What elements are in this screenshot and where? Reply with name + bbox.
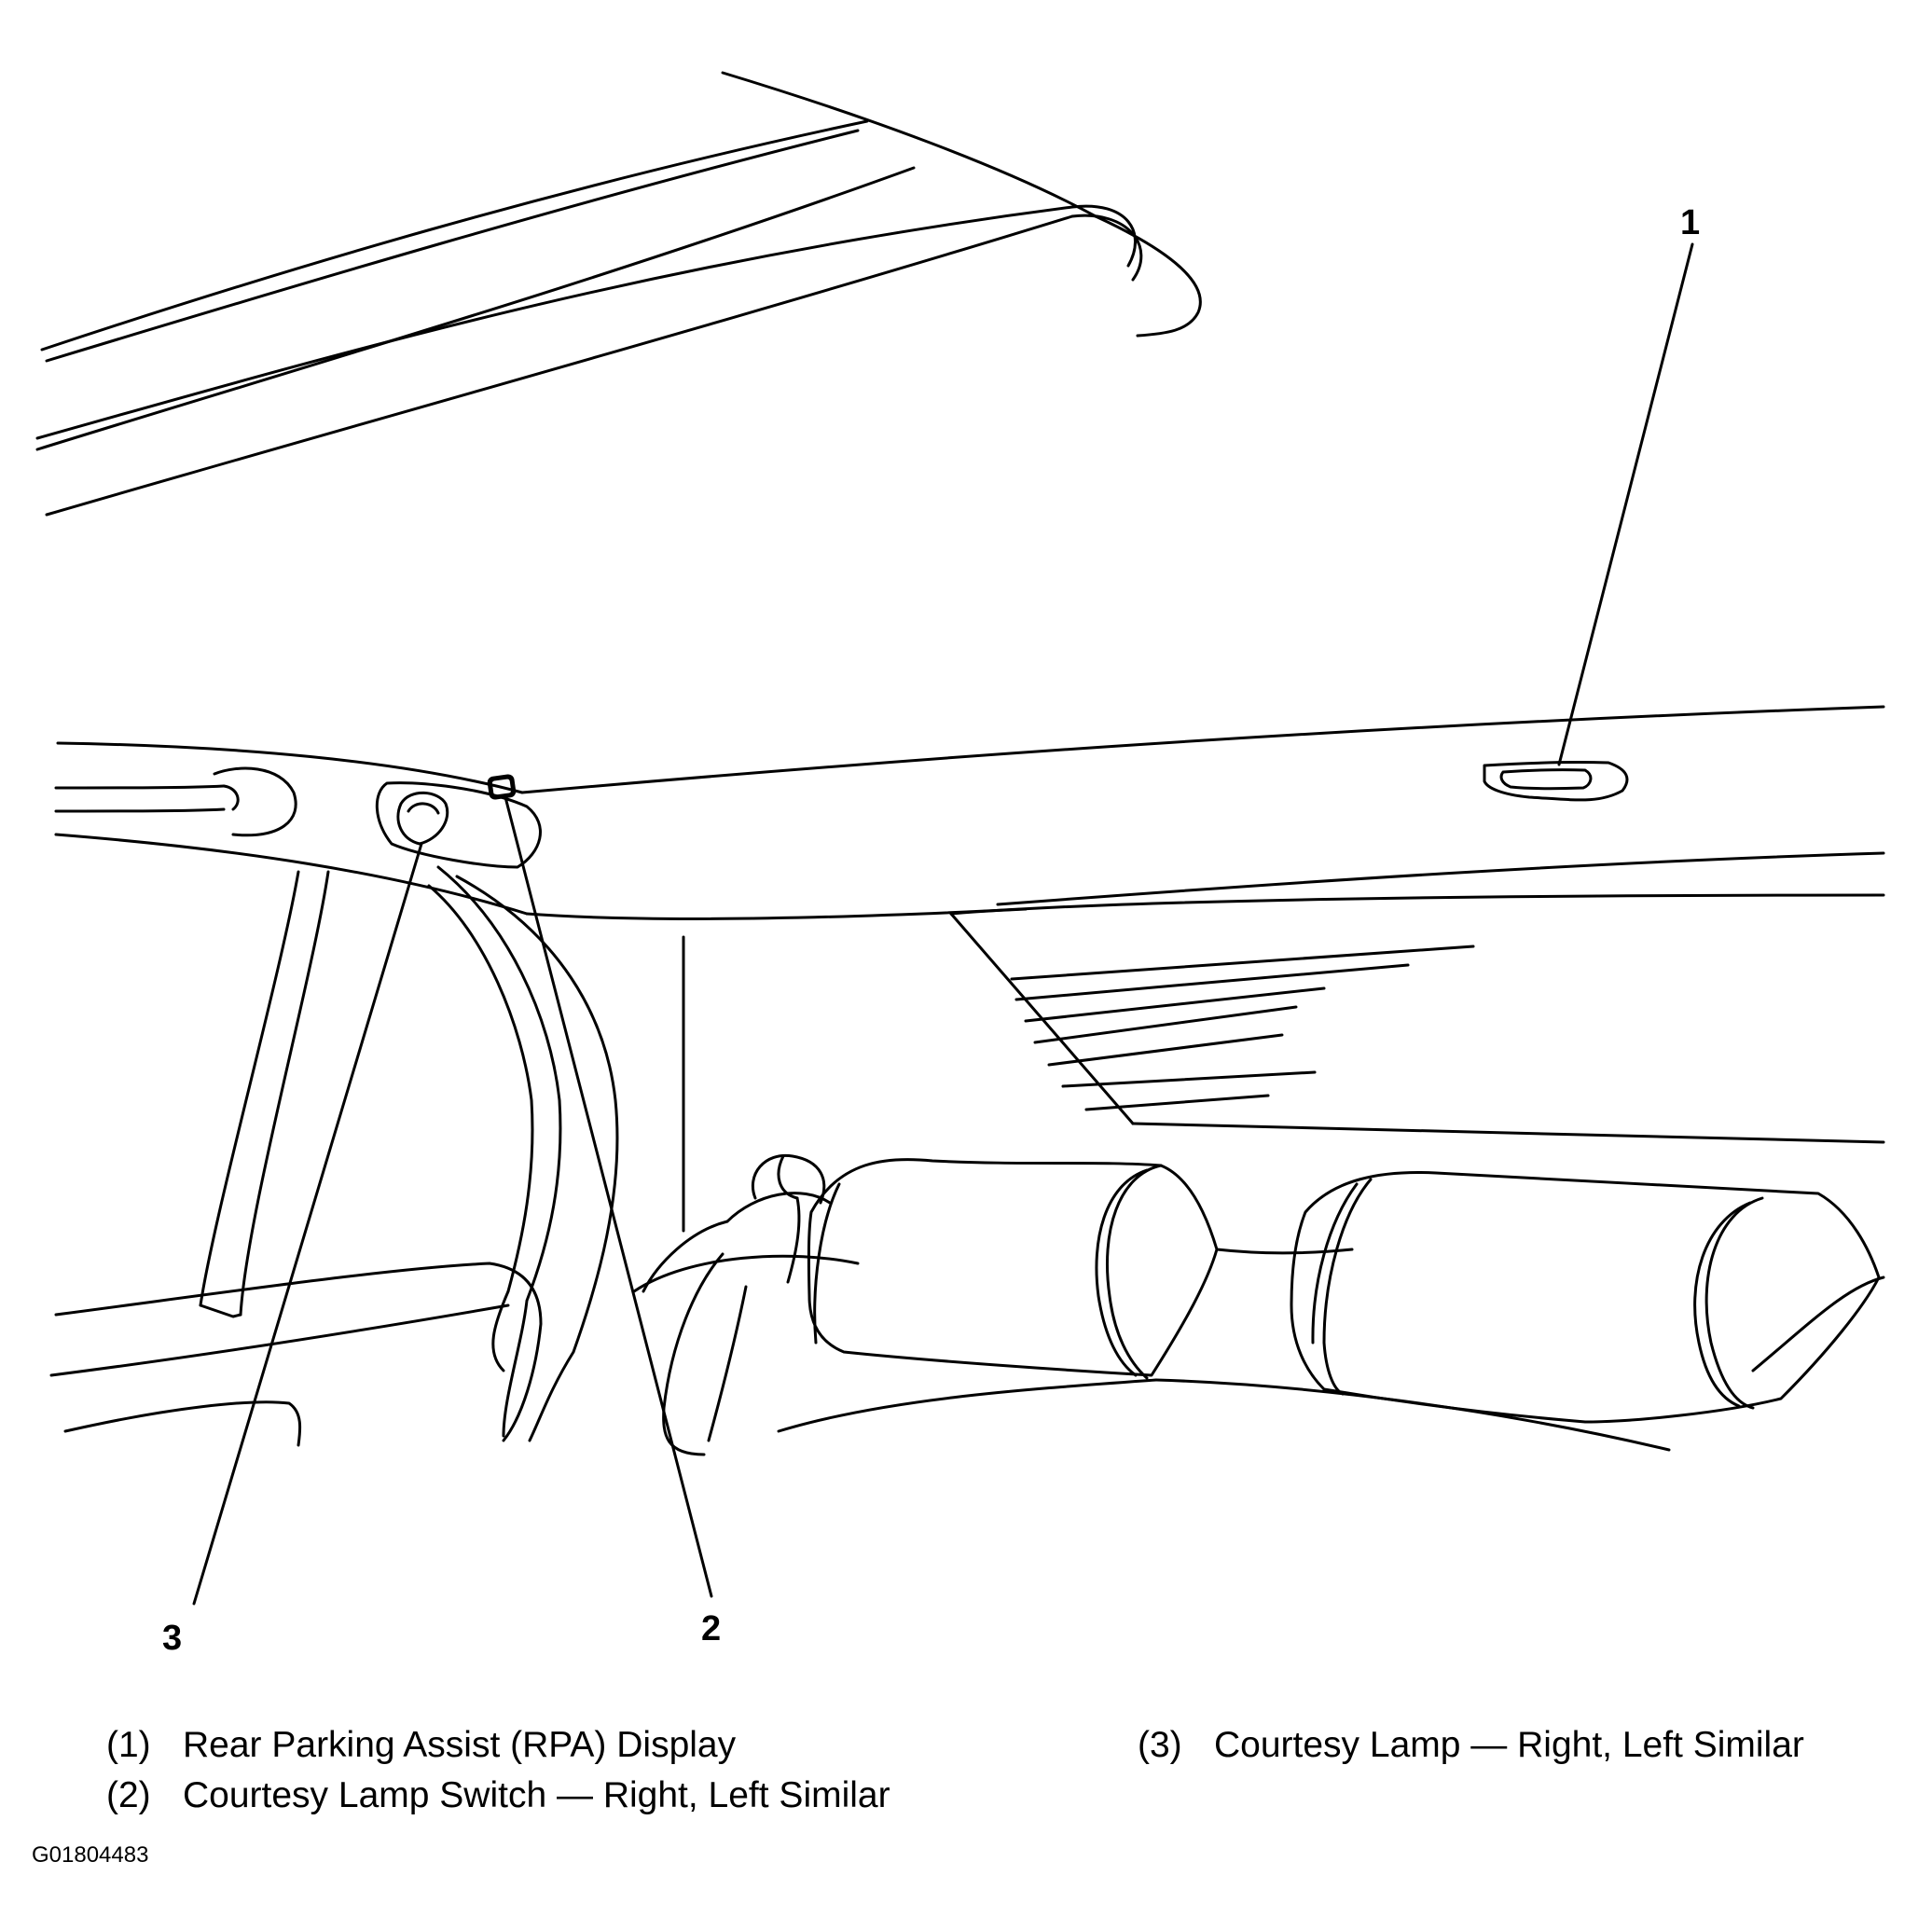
courtesy-lamp-console (375, 774, 542, 869)
legend-item-2: (2) Courtesy Lamp Switch — Right, Left Si… (106, 1777, 890, 1814)
legend-text: Courtesy Lamp Switch — Right, Left Simil… (183, 1775, 890, 1815)
legend-item-3: (3) Courtesy Lamp — Right, Left Similar (1138, 1727, 1804, 1763)
legend-text: Courtesy Lamp — Right, Left Similar (1214, 1725, 1804, 1765)
roof-rail (54, 766, 297, 837)
headrest-right (1290, 1171, 1881, 1424)
legend-number: (3) (1138, 1725, 1182, 1765)
headliner-lines (54, 705, 1885, 1125)
leader-lines (192, 242, 1694, 1606)
callout-1: 1 (1680, 203, 1701, 242)
door-panel (49, 1262, 543, 1447)
headrest-left (807, 1158, 1219, 1380)
legend-item-1: (1) Rear Parking Assist (RPA) Display (106, 1727, 736, 1763)
callout-2: 2 (701, 1609, 722, 1648)
legend-text: Rear Parking Assist (RPA) Display (183, 1725, 737, 1765)
figure-id: G01804483 (32, 1842, 149, 1868)
legend-number: (1) (106, 1725, 151, 1765)
rpa-display (1483, 761, 1629, 802)
seat-belt (642, 1153, 832, 1456)
legend-number: (2) (106, 1775, 151, 1815)
headliner-shading (1010, 945, 1885, 1144)
callout-3: 3 (162, 1619, 183, 1658)
roof-panel-lines (35, 71, 1202, 517)
seat-gap (1215, 1248, 1354, 1255)
door-pillar (199, 865, 685, 1442)
